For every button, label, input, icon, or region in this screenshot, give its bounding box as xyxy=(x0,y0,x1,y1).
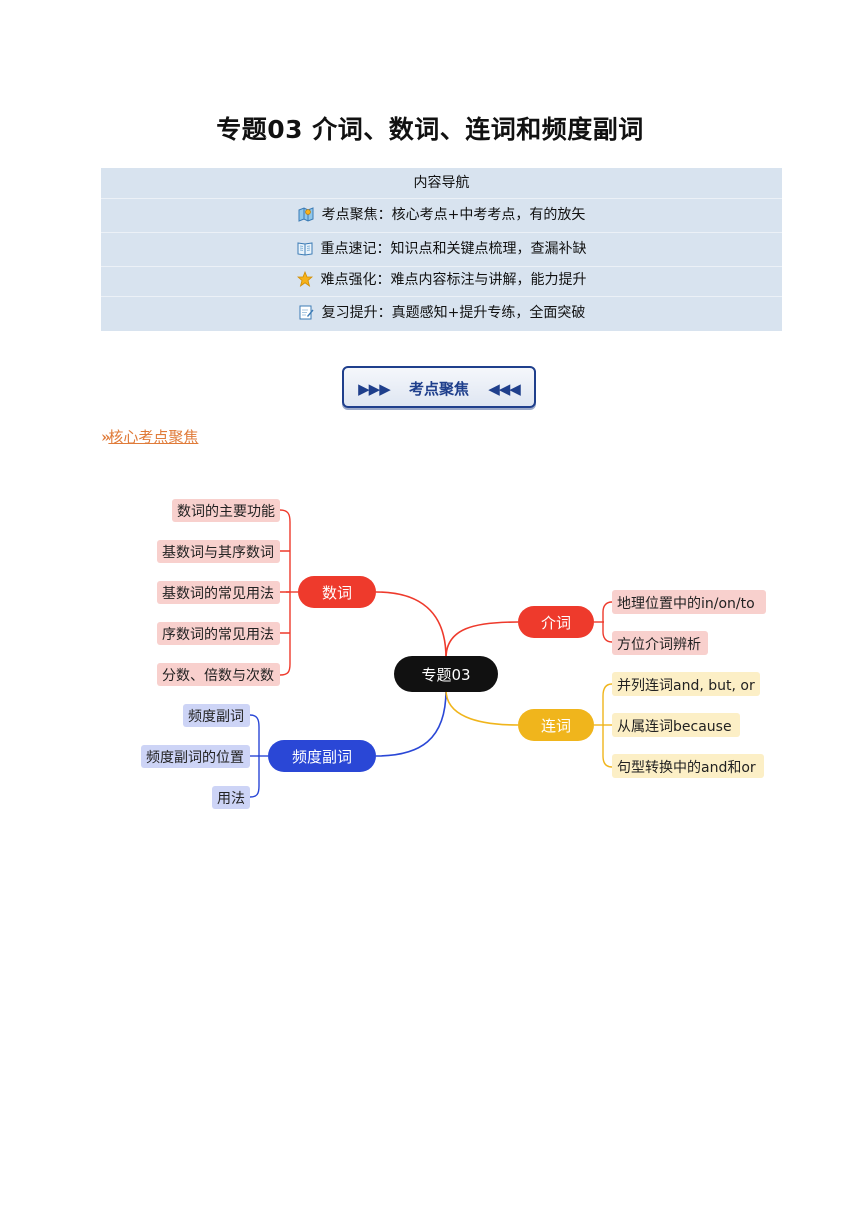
star-icon xyxy=(296,271,313,287)
book-icon xyxy=(297,242,312,256)
notepad-icon xyxy=(299,305,314,320)
leaf-numerals-1[interactable]: 基数词与其序数词 xyxy=(157,540,280,563)
connector-numerals xyxy=(375,591,447,659)
center-node[interactable]: 专题03 xyxy=(394,656,498,692)
leaf-label: 地理位置中的in/on/to xyxy=(617,596,755,612)
leaf-label: 基数词的常见用法 xyxy=(162,585,274,602)
section-button-text: 考点聚焦 xyxy=(408,380,469,398)
leaf-label: 序数词的常见用法 xyxy=(162,627,274,643)
branch-node-conjunctions[interactable]: 连词 xyxy=(518,709,594,741)
bracket-prepositions xyxy=(594,601,613,643)
leaf-frequency-1[interactable]: 频度副词的位置 xyxy=(141,745,250,768)
nav-row-difficult: 难点强化：难点内容标注与讲解，能力提升 xyxy=(101,269,782,289)
nav-row-focus: 考点聚焦：核心考点+中考考点，有的放矢 xyxy=(101,204,782,224)
branch-label: 介词 xyxy=(541,614,571,632)
nav-row-text: 重点速记：知识点和关键点梳理，查漏补缺 xyxy=(320,241,587,257)
leaf-conjunctions-1[interactable]: 从属连词because xyxy=(612,713,740,737)
branch-node-prepositions[interactable]: 介词 xyxy=(518,606,594,638)
leaf-label: 分数、倍数与次数 xyxy=(162,668,274,684)
nav-row-text: 考点聚焦：核心考点+中考考点，有的放矢 xyxy=(321,207,586,223)
page-title: 专题03 介词、数词、连词和频度副词 xyxy=(216,115,644,144)
left-arrows-icon: ◀◀◀ xyxy=(488,380,521,398)
nav-row-memo: 重点速记：知识点和关键点梳理，查漏补缺 xyxy=(101,238,782,258)
leaf-label: 数词的主要功能 xyxy=(177,504,275,520)
bracket-numerals xyxy=(279,509,298,676)
connector-conjunctions xyxy=(445,689,519,726)
nav-row-review: 复习提升：真题感知+提升专练，全面突破 xyxy=(101,302,782,322)
map-icon xyxy=(298,207,314,222)
connector-prepositions xyxy=(445,621,519,659)
subheading-text: 核心考点聚焦 xyxy=(108,428,199,446)
leaf-conjunctions-0[interactable]: 并列连词and, but, or xyxy=(612,672,760,696)
leaf-prepositions-0[interactable]: 地理位置中的in/on/to xyxy=(612,590,766,614)
leaf-prepositions-1[interactable]: 方位介词辨析 xyxy=(612,631,708,655)
leaf-numerals-4[interactable]: 分数、倍数与次数 xyxy=(157,663,280,686)
branch-label: 连词 xyxy=(541,717,571,735)
nav-row-text: 复习提升：真题感知+提升专练，全面突破 xyxy=(321,305,586,321)
branch-node-numerals[interactable]: 数词 xyxy=(298,576,376,608)
leaf-label: 句型转换中的and和or xyxy=(617,759,756,776)
content-navigation-table: 内容导航 考点聚焦：核心考点+中考考点，有的放矢 重点速记：知识点和关键点梳理，… xyxy=(101,168,782,331)
nav-divider xyxy=(101,266,782,267)
subheading-core-points[interactable]: »核心考点聚焦 xyxy=(101,426,198,447)
right-arrows-icon: ▶▶▶ xyxy=(358,380,391,398)
nav-row-text: 难点强化：难点内容标注与讲解，能力提升 xyxy=(320,272,587,288)
branch-node-frequency[interactable]: 频度副词 xyxy=(268,740,376,772)
leaf-numerals-0[interactable]: 数词的主要功能 xyxy=(172,499,280,522)
leaf-label: 频度副词 xyxy=(188,709,244,725)
leaf-label: 并列连词and, but, or xyxy=(617,678,755,694)
nav-divider xyxy=(101,232,782,233)
bracket-conjunctions xyxy=(594,683,613,768)
double-chevron-icon: » xyxy=(101,428,111,446)
nav-divider xyxy=(101,198,782,199)
leaf-numerals-3[interactable]: 序数词的常见用法 xyxy=(157,622,280,645)
leaf-label: 基数词与其序数词 xyxy=(162,544,274,561)
mind-map: 专题03 数词 频度副词 介词 连词 数词的主要功能 基数词与其序数词 基数词的… xyxy=(141,499,766,809)
leaf-frequency-2[interactable]: 用法 xyxy=(212,786,250,809)
bracket-frequency xyxy=(249,714,268,798)
leaf-label: 频度副词的位置 xyxy=(146,750,244,766)
section-button-label: ▶▶▶ 考点聚焦 ◀◀◀ xyxy=(344,378,534,399)
connector-frequency xyxy=(375,689,447,757)
branch-label: 频度副词 xyxy=(292,748,352,766)
nav-header: 内容导航 xyxy=(413,175,470,191)
section-button-exam-focus[interactable]: ▶▶▶ 考点聚焦 ◀◀◀ xyxy=(342,366,536,408)
leaf-frequency-0[interactable]: 频度副词 xyxy=(183,704,250,727)
leaf-conjunctions-2[interactable]: 句型转换中的and和or xyxy=(612,754,764,778)
leaf-label: 方位介词辨析 xyxy=(617,637,701,653)
leaf-numerals-2[interactable]: 基数词的常见用法 xyxy=(157,581,280,604)
leaf-label: 从属连词because xyxy=(617,719,732,735)
leaf-label: 用法 xyxy=(217,791,245,807)
center-node-label: 专题03 xyxy=(421,666,470,684)
nav-divider xyxy=(101,296,782,297)
branch-label: 数词 xyxy=(322,584,352,602)
